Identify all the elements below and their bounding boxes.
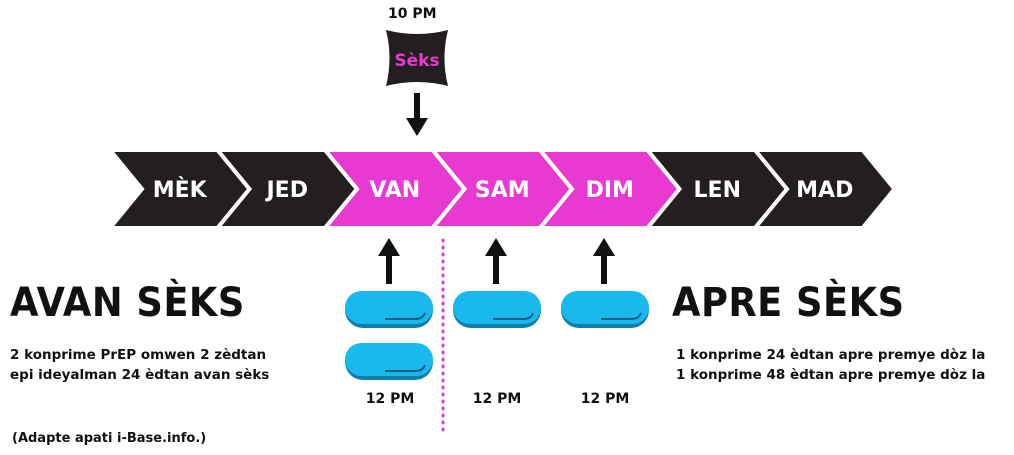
after-sex-title: APRE SÈKS xyxy=(672,280,905,326)
before-line-1: 2 konprime PrEP omwen 2 zèdtan xyxy=(10,347,267,363)
after-line-1: 1 konprime 24 èdtan apre premye dòz la xyxy=(676,347,986,363)
badge-shape xyxy=(386,30,448,86)
pill-icon xyxy=(345,291,433,328)
day-label-5: LEN xyxy=(694,178,741,203)
sex-label: Sèks xyxy=(394,51,439,71)
dose-time-dim: 12 PM xyxy=(580,391,630,407)
pill-icon xyxy=(561,291,649,328)
up-arrow-icon-dim xyxy=(593,238,615,284)
source-note: (Adapte apati i-Base.info.) xyxy=(12,431,207,446)
before-sex-title: AVAN SÈKS xyxy=(10,280,245,326)
before-line-2: epi ideyalman 24 èdtan avan sèks xyxy=(10,367,270,383)
after-line-2: 1 konprime 48 èdtan apre premye dòz la xyxy=(676,367,986,383)
day-chevron-6 xyxy=(750,148,898,230)
day-label-0: MÈK xyxy=(153,177,208,203)
pill-icons xyxy=(345,291,649,380)
day-label-6: MAD xyxy=(796,178,853,203)
day-label-3: SAM xyxy=(475,178,530,203)
after-sex-instructions: 1 konprime 24 èdtan apre premye dòz la 1… xyxy=(676,345,985,385)
day-label-1: JED xyxy=(265,178,308,203)
up-arrow-icon-sam xyxy=(485,238,507,284)
down-arrow-icon xyxy=(406,93,428,136)
pill-icon xyxy=(345,343,433,380)
event-time: 10 PM xyxy=(388,6,437,22)
day-label-2: VAN xyxy=(369,178,420,203)
sex-event-badge: Sèks xyxy=(386,30,448,86)
day-timeline: MÈK JED VAN SAM DIM LEN MAD xyxy=(105,148,898,230)
dose-time-van: 12 PM xyxy=(365,391,415,407)
pill-icon xyxy=(453,291,541,328)
up-arrow-icon-van xyxy=(378,238,400,284)
dose-time-sam: 12 PM xyxy=(472,391,522,407)
day-label-4: DIM xyxy=(586,178,634,203)
before-sex-instructions: 2 konprime PrEP omwen 2 zèdtan epi ideya… xyxy=(10,345,269,385)
